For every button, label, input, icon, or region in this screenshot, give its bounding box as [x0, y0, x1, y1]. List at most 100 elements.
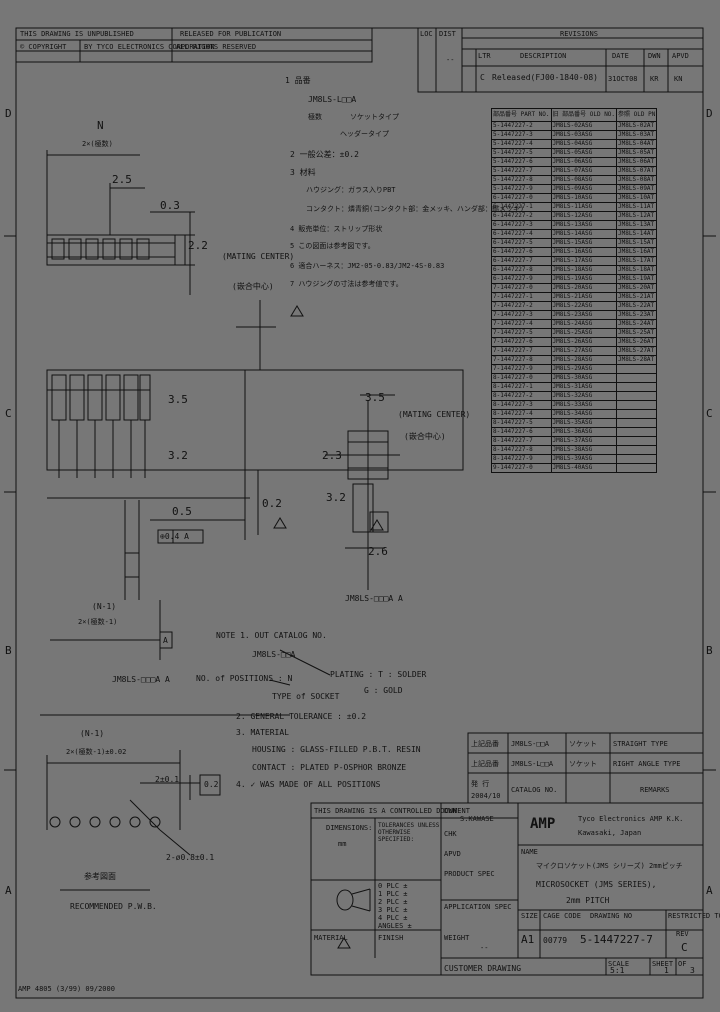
table-cell: JM8LS-35ASG: [550, 418, 618, 428]
pcb-label-en: RECOMMENDED P.W.B.: [70, 902, 157, 911]
table-cell: [616, 463, 658, 473]
en-plating: PLATING : T : SOLDER: [330, 670, 427, 679]
tb-finish: FINISH: [378, 934, 404, 942]
table-cell: JM8LS-04ASG: [550, 139, 618, 149]
table-cell: JM8LS-14ASG: [550, 229, 618, 239]
table-cell: [616, 454, 658, 464]
tb-restricted: RESTRICTED TO: [668, 912, 720, 920]
table-cell: [616, 382, 658, 392]
table-cell: JM8LS-15AT: [616, 238, 658, 248]
tb-controlled: THIS DRAWING IS A CONTROLLED DOCUMENT: [314, 807, 470, 815]
table-cell: JM8LS-37ASG: [550, 436, 618, 446]
tb-size-label: SIZE: [521, 912, 538, 920]
table-cell: 5-1447227-7: [491, 166, 552, 176]
rev-row-desc: Released(FJ00-1840-08): [492, 73, 598, 82]
tb-sheet-label: SHEET: [652, 960, 674, 968]
pcb-dim-2: 2±0.1: [155, 775, 180, 784]
table-cell: 7-1447227-9: [491, 364, 552, 374]
table-cell: JM8LS-11AT: [616, 202, 658, 212]
table-cell: 8-1447227-0: [491, 373, 552, 383]
note-3b: コンタクト：燐青銅(コンタクト部：金メッキ、ハンダ部：錫メッキ): [306, 205, 525, 213]
table-cell: 6-1447227-6: [491, 247, 552, 257]
table-cell: [616, 445, 658, 455]
table-cell: JM8LS-30ASG: [550, 373, 618, 383]
dim-0-5: 0.5: [172, 505, 192, 518]
table-cell: 5-1447227-9: [491, 184, 552, 194]
dim-n: N: [97, 119, 104, 132]
lt-r3c2: 2004/10: [471, 792, 501, 800]
dim-3-2: 3.2: [168, 449, 188, 462]
table-cell: JM8LS-34ASG: [550, 409, 618, 419]
note-1-code: JM8LS-L□□A: [308, 95, 357, 104]
table-cell: JM8LS-40ASG: [550, 463, 618, 473]
all-rights: ALL RIGHTS RESERVED: [176, 43, 257, 51]
tb-dwn: DWN: [444, 807, 457, 815]
footer: AMP 4805 (3/99) 09/2000: [18, 985, 115, 993]
tb-appr: APVD: [444, 850, 461, 858]
dim-2-2: 2.2: [188, 239, 208, 252]
note-6: 6 適合ハーネス：JM2-05-0.83/JM2-4S-0.83: [290, 262, 445, 270]
lt-r1c3: ソケット: [569, 740, 597, 748]
note-7: 7 ハウジングの寸法は参考値です。: [290, 280, 403, 288]
tb-cage-label: CAGE CODE: [543, 912, 581, 920]
tb-tol-row: 3 PLC ±: [378, 906, 408, 914]
table-cell: JM8LS-20ASG: [550, 283, 618, 293]
rev-dist-value: --: [446, 56, 455, 64]
table-cell: JM8LS-25ASG: [550, 328, 618, 338]
note-3a: ハウジング：ガラス入りPBT: [306, 186, 396, 194]
table-cell: JM8LS-29ASG: [550, 364, 618, 374]
table-cell: JM8LS-27AT: [616, 346, 658, 356]
datum-a: A: [163, 636, 168, 645]
table-cell: 7-1447227-5: [491, 328, 552, 338]
en-note-3a: HOUSING : GLASS-FILLED P.B.T. RESIN: [252, 745, 421, 754]
table-cell: JM8LS-26AT: [616, 337, 658, 347]
table-cell: 8-1447227-1: [491, 382, 552, 392]
mating-center-jp: (嵌合中心): [232, 282, 274, 291]
lt-r2c2: JM8LS-L□□A: [511, 760, 554, 768]
table-cell: 7-1447227-3: [491, 310, 552, 320]
tb-dims-unit: mm: [338, 840, 347, 848]
table-cell: 7-1447227-6: [491, 337, 552, 347]
side-mating: (MATING CENTER): [398, 410, 471, 419]
table-cell: JM8LS-28ASG: [550, 355, 618, 365]
table-cell: 6-1447227-3: [491, 220, 552, 230]
zone-right-a: A: [706, 884, 713, 897]
table-cell: JM8LS-18ASG: [550, 265, 618, 275]
table-cell: JM8LS-31ASG: [550, 382, 618, 392]
lt-r1c4: STRAIGHT TYPE: [613, 740, 668, 748]
tb-material: MATERIAL: [314, 934, 348, 942]
tb-company: Tyco Electronics AMP K.K.: [578, 815, 684, 823]
tb-name-jp: マイクロソケット(JMS シリーズ) 2mmピッチ: [536, 862, 683, 870]
table-cell: [616, 400, 658, 410]
table-cell: 6-1447227-8: [491, 265, 552, 275]
table-cell: 8-1447227-8: [491, 445, 552, 455]
table-cell: JM8LS-09ASG: [550, 184, 618, 194]
note-1-l1: 極数: [308, 113, 322, 121]
table-cell: 5-1447227-4: [491, 139, 552, 149]
table-cell: JM8LS-23ASG: [550, 310, 618, 320]
table-cell: JM8LS-19AT: [616, 274, 658, 284]
rev-desc-label: DESCRIPTION: [520, 52, 567, 60]
lt-r2c1: 上記品番: [471, 760, 499, 768]
amp-logo: AMP: [530, 816, 556, 832]
notice-released: RELEASED FOR PUBLICATION: [180, 30, 282, 38]
table-cell: JM8LS-24ASG: [550, 319, 618, 329]
view-label-side: JM8LS-□□□A A: [345, 594, 403, 603]
table-cell: JM8LS-18AT: [616, 265, 658, 275]
table-cell: JM8LS-05AT: [616, 148, 658, 158]
tb-name-label: NAME: [521, 848, 538, 856]
table-cell: JM8LS-07ASG: [550, 166, 618, 176]
lt-r2c3: ソケット: [569, 760, 597, 768]
lt-r2c4: RIGHT ANGLE TYPE: [613, 760, 681, 768]
